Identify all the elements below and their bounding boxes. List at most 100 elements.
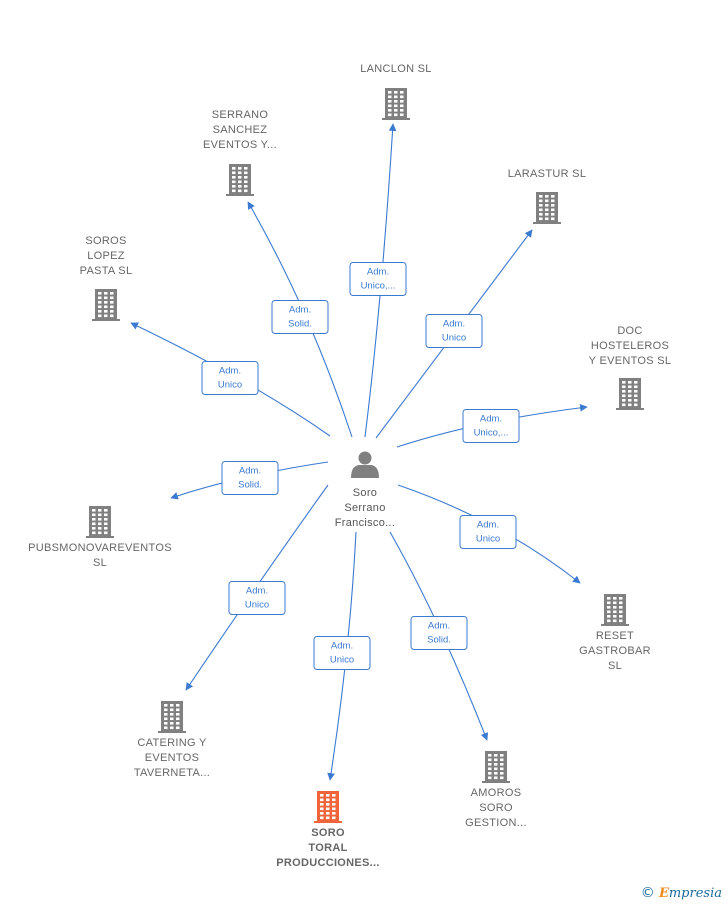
edge-role-badge[interactable]: Adm. Unico,... (349, 262, 407, 296)
company-label: GASTROBAR (579, 645, 651, 657)
edge-role-badge[interactable]: Adm. Solid. (221, 461, 279, 495)
edge-role-text: Unico (442, 333, 466, 344)
building-icon (314, 791, 342, 823)
company-label: CATERING Y (137, 737, 207, 749)
brand-name: mpresia (668, 886, 722, 901)
edge-role-box (271, 300, 329, 334)
edge-role-box (462, 409, 520, 443)
edge-role-text: Unico (330, 655, 354, 666)
edge-role-text: Adm. (443, 319, 465, 330)
building-icon (158, 701, 186, 733)
edge-role-text: Adm. (239, 466, 261, 477)
edge-role-box (221, 461, 279, 495)
company-node-doc-hosteleros[interactable]: DOC HOSTELEROS Y EVENTOS SL (589, 325, 672, 410)
company-label: EVENTOS (145, 752, 199, 764)
building-icon (86, 506, 114, 538)
copyright-symbol: © (640, 885, 655, 901)
edge-doc-hosteleros[interactable]: Adm. Unico,... (396, 404, 588, 448)
person-label: Soro (353, 487, 377, 499)
edge-role-text: Solid. (288, 319, 312, 330)
company-node-amoros-soro[interactable]: AMOROS SORO GESTION... (465, 751, 527, 829)
company-label: LOPEZ (87, 250, 125, 262)
company-label: SOROS (85, 235, 126, 247)
company-label: SANCHEZ (213, 124, 268, 136)
edge-role-text: Solid. (427, 635, 451, 646)
company-label: DOC (617, 325, 642, 337)
edge-role-text: Adm. (331, 641, 353, 652)
edges-layer: Adm.Unico,...Adm.Solid.Adm.UnicoAdm.Unic… (130, 123, 588, 781)
edge-role-box (459, 515, 517, 549)
company-label: PASTA SL (80, 265, 133, 277)
nodes-layer: LANCLON SL SERRANO SANCHEZ EVENTOS Y... LARA… (28, 63, 671, 869)
brand-initial: E (658, 886, 669, 901)
edge-role-badge[interactable]: Adm. Unico (459, 515, 517, 549)
edge-role-box (228, 581, 286, 615)
company-label: SERRANO (212, 109, 269, 121)
edge-role-text: Solid. (238, 480, 262, 491)
edge-role-badge[interactable]: Adm. Unico (425, 314, 483, 348)
company-node-lanclon[interactable]: LANCLON SL (360, 63, 431, 120)
company-label: EVENTOS Y... (203, 139, 277, 151)
edge-serrano-sanchez[interactable]: Adm.Solid. (247, 201, 353, 438)
edge-role-badge[interactable]: Adm. Unico (313, 636, 371, 670)
edge-role-badge[interactable]: Adm. Unico (228, 581, 286, 615)
company-label: SORO (479, 802, 513, 814)
edge-role-text: Unico,... (361, 281, 396, 292)
company-label: AMOROS (471, 787, 522, 799)
building-icon (482, 751, 510, 783)
building-icon (92, 289, 120, 321)
edge-role-text: Unico (245, 600, 269, 611)
edge-role-text: Adm. (477, 520, 499, 531)
edge-reset-gastrobar[interactable]: Adm. Unico (397, 484, 581, 584)
edge-role-badge[interactable]: Adm. Unico,... (462, 409, 520, 443)
center-person[interactable]: SoroSerranoFrancisco... (335, 451, 395, 530)
edge-role-text: Adm. (428, 621, 450, 632)
building-icon (601, 594, 629, 626)
edge-lanclon[interactable]: Adm. Unico,... (349, 123, 407, 438)
edge-role-box (349, 262, 407, 296)
company-node-larastur[interactable]: LARASTUR SL (508, 168, 587, 224)
company-node-soro-toral[interactable]: SORO TORAL PRODUCCIONES... (276, 791, 380, 869)
building-icon (533, 192, 561, 224)
company-label: PRODUCCIONES... (276, 857, 380, 869)
company-node-catering-eventos[interactable]: CATERING Y EVENTOS TAVERNETA... (134, 701, 210, 779)
edge-role-box (425, 314, 483, 348)
edge-larastur[interactable]: Adm. Unico (375, 229, 533, 439)
company-label: SORO (311, 827, 345, 839)
edge-role-text: Adm. (480, 414, 502, 425)
edge-role-badge[interactable]: Adm. Solid. (410, 616, 468, 650)
edge-role-text: Adm. (367, 267, 389, 278)
person-label: Serrano (344, 502, 385, 514)
company-label: HOSTELEROS (591, 340, 669, 352)
person-icon (351, 451, 379, 478)
company-label: LARASTUR SL (508, 168, 587, 180)
edge-role-box (313, 636, 371, 670)
edge-role-badge[interactable]: Adm.Unico (201, 361, 259, 395)
company-node-serrano-sanchez[interactable]: SERRANO SANCHEZ EVENTOS Y... (203, 109, 277, 196)
edge-role-text: Adm. (219, 366, 241, 377)
company-label: GESTION... (465, 817, 527, 829)
company-label: TORAL (308, 842, 347, 854)
company-label: TAVERNETA... (134, 767, 210, 779)
edge-soro-toral[interactable]: Adm. Unico (313, 531, 371, 781)
edge-role-box (201, 361, 259, 395)
edge-role-text: Adm. (246, 586, 268, 597)
brand-footer[interactable]: © Empresia (641, 885, 722, 901)
edge-role-badge[interactable]: Adm.Solid. (271, 300, 329, 334)
company-node-soros-lopez[interactable]: SOROS LOPEZ PASTA SL (80, 235, 133, 321)
edge-amoros-soro[interactable]: Adm. Solid. (389, 531, 489, 741)
company-label: LANCLON SL (360, 63, 431, 75)
building-icon (226, 164, 254, 196)
edge-role-box (410, 616, 468, 650)
company-label: RESET (596, 630, 634, 642)
edge-role-text: Unico (476, 534, 500, 545)
edge-soros-lopez[interactable]: Adm.Unico (130, 322, 331, 437)
edge-role-text: Unico,... (474, 428, 509, 439)
edge-pubsmonovareventos[interactable]: Adm. Solid. (170, 461, 329, 500)
company-label: PUBSMONOVAREVENTOS (28, 542, 172, 554)
company-label: Y EVENTOS SL (589, 355, 672, 367)
edge-catering-eventos[interactable]: Adm. Unico (185, 484, 329, 691)
